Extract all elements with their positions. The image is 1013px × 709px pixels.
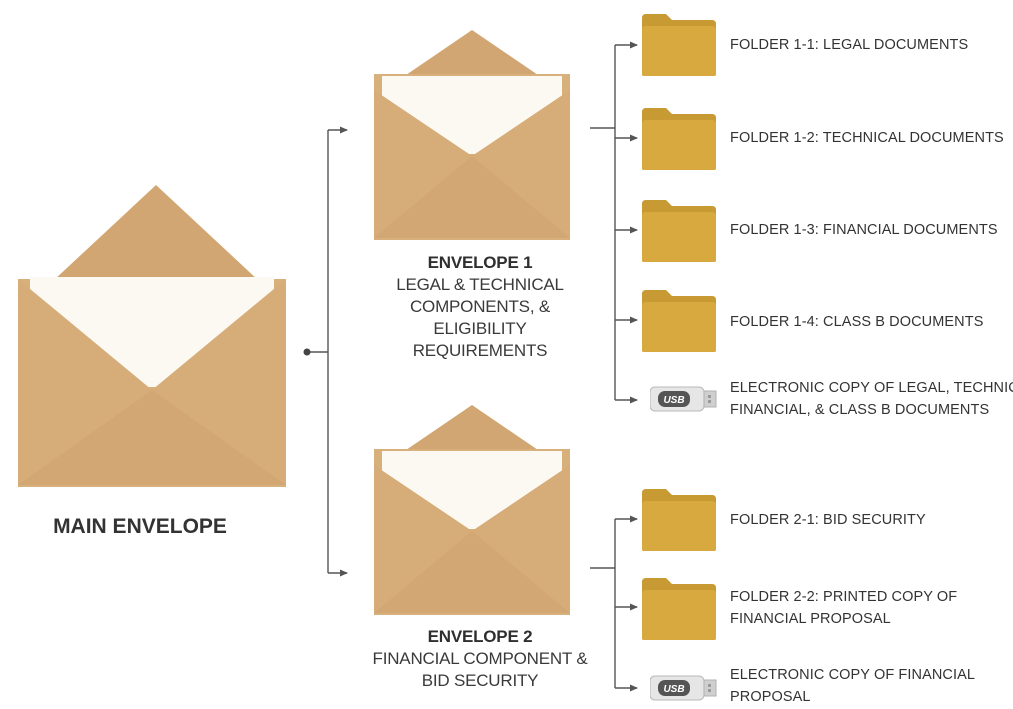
folder-2-2-label: FOLDER 2-2: PRINTED COPY OF FINANCIAL PR… bbox=[730, 589, 958, 627]
svg-text:USB: USB bbox=[663, 395, 684, 406]
svg-text:USB: USB bbox=[663, 684, 684, 695]
envelope-2-label: ENVELOPE 2 FINANCIAL COMPONENT & BID SEC… bbox=[370, 626, 590, 692]
folder-icon bbox=[642, 578, 716, 640]
envelope-2-title: ENVELOPE 2 bbox=[427, 627, 533, 646]
usb-1-label: ELECTRONIC COPY OF LEGAL, TECHNICAL, FIN… bbox=[730, 380, 1013, 418]
folder-icon bbox=[642, 489, 716, 551]
main-connector-dot bbox=[303, 348, 311, 356]
folder-1-1-label: FOLDER 1-1: LEGAL DOCUMENTS bbox=[730, 37, 969, 53]
envelope-1-desc-line: COMPONENTS, & bbox=[409, 297, 551, 316]
folder-icon bbox=[642, 14, 716, 76]
folder-1-3-label: FOLDER 1-3: FINANCIAL DOCUMENTS bbox=[730, 222, 998, 238]
main-envelope-label: MAIN ENVELOPE bbox=[53, 515, 227, 538]
envelope-1-desc-line: LEGAL & TECHNICAL bbox=[396, 275, 564, 294]
envelope-2-desc-line: BID SECURITY bbox=[421, 671, 539, 690]
envelope-1-title: ENVELOPE 1 bbox=[427, 253, 533, 272]
envelope-2-desc-line: FINANCIAL COMPONENT & bbox=[372, 649, 588, 668]
envelope-1-label: ENVELOPE 1 LEGAL & TECHNICAL COMPONENTS,… bbox=[370, 252, 590, 362]
envelope-1-desc-line: ELIGIBILITY REQUIREMENTS bbox=[412, 319, 548, 360]
folder-icon bbox=[642, 200, 716, 262]
folder-icon bbox=[642, 290, 716, 352]
usb-2-label: ELECTRONIC COPY OF FINANCIAL PROPOSAL bbox=[730, 667, 976, 705]
folder-1-4-label: FOLDER 1-4: CLASS B DOCUMENTS bbox=[730, 314, 984, 330]
usb-drive-icon: USB bbox=[650, 675, 717, 701]
envelope-2-icon bbox=[374, 405, 570, 615]
envelope-1-icon bbox=[374, 30, 570, 240]
folder-1-2-label: FOLDER 1-2: TECHNICAL DOCUMENTS bbox=[730, 130, 1004, 146]
folder-2-1-label: FOLDER 2-1: BID SECURITY bbox=[730, 512, 926, 528]
main-envelope-icon bbox=[18, 185, 286, 487]
usb-drive-icon: USB bbox=[650, 386, 717, 412]
folder-icon bbox=[642, 108, 716, 170]
